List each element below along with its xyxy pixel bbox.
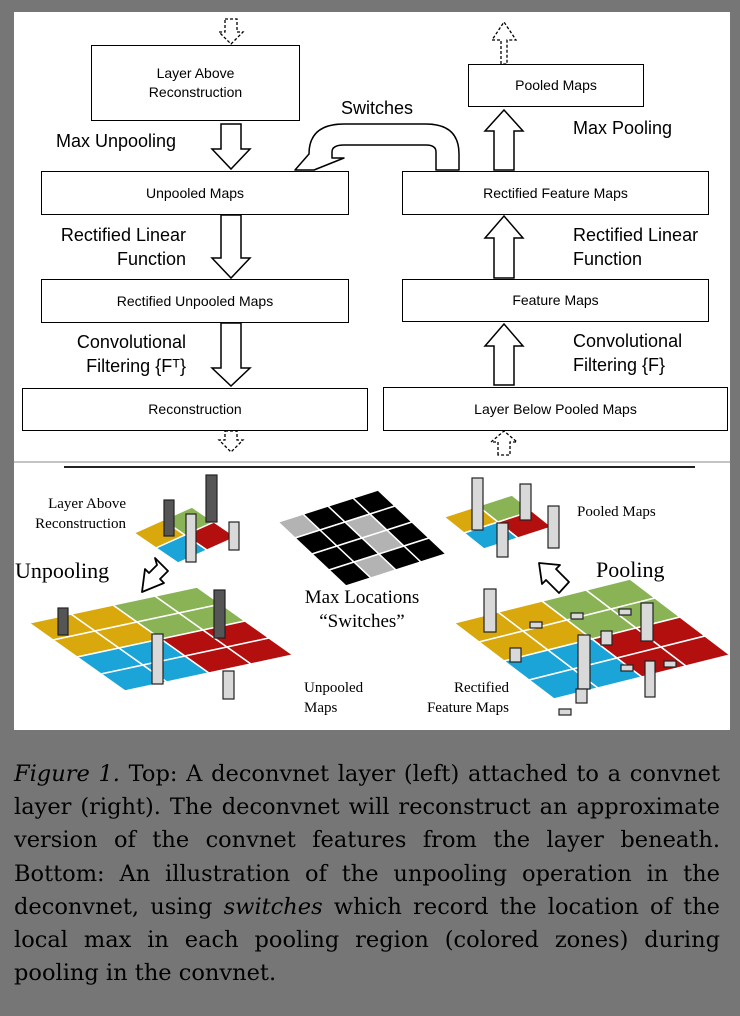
label-max-unpooling: Max Unpooling [56, 131, 177, 151]
label-rectified-linear-left: Rectified Linear Function [60, 225, 186, 269]
figure-caption: Figure 1. Top: A deconvnet layer (left) … [14, 758, 720, 990]
label-pooled-maps-bottom: Pooled Maps [577, 504, 656, 520]
box-layer-above-reconstruction: Layer Above Reconstruction [91, 45, 300, 121]
box-pooled-maps: Pooled Maps [468, 64, 644, 107]
light-bar [618, 608, 632, 616]
light-bar [483, 588, 497, 633]
up-arrow-relu-right [483, 214, 525, 279]
label-unpooled-maps-bottom: Unpooled Maps [304, 680, 364, 716]
box-rectified-unpooled-maps: Rectified Unpooled Maps [41, 279, 349, 323]
label-layer-above-reconstruction-bottom: Layer Above Reconstruction [35, 496, 126, 532]
dashed-down-arrow-top-left [217, 18, 245, 45]
figure-panel: Layer Above Reconstruction Max Unpooling… [14, 12, 730, 730]
arrows-layer [14, 18, 730, 716]
rectified-grid-cell [659, 635, 730, 667]
dark-bar [205, 474, 218, 523]
light-bar [570, 612, 584, 620]
caption-switches-word: switches [223, 893, 323, 920]
label-convolutional-filtering-right: Convolutional Filtering {F} [573, 331, 683, 375]
light-bar [663, 660, 677, 668]
switches-pipe [294, 123, 460, 171]
label-switches: Switches [341, 98, 414, 118]
light-bar [496, 522, 509, 558]
light-bar [509, 647, 522, 663]
light-bar [640, 602, 654, 642]
light-bar [547, 505, 560, 549]
down-arrow-conv-left [210, 322, 252, 388]
light-bar [644, 660, 656, 698]
label-max-locations-switches: Max Locations “Switches” [304, 587, 420, 632]
pooling-arrow-icon [538, 562, 570, 594]
caption-text-2: which record the location of the local m… [14, 893, 720, 987]
unpooled-grid-cell [225, 637, 295, 665]
light-bar [151, 633, 164, 685]
light-bar [558, 708, 572, 716]
label-rectified-feature-maps-bottom: Rectified Feature Maps [426, 680, 509, 716]
light-bar [185, 513, 197, 563]
dark-bar [213, 589, 226, 639]
up-arrow-pool [483, 108, 525, 171]
caption-figure-label: Figure 1. [14, 761, 120, 787]
light-bar [529, 621, 543, 629]
dark-bar [163, 499, 175, 537]
label-unpooling: Unpooling [15, 558, 110, 583]
light-bar [620, 664, 634, 672]
dashed-down-arrow-bottom-left [217, 430, 245, 453]
light-bar [471, 477, 484, 531]
dashed-up-arrow-top-right [490, 20, 518, 65]
unpooling-arrow-icon [141, 557, 169, 593]
box-reconstruction: Reconstruction [22, 388, 368, 431]
light-bar [575, 688, 588, 704]
dashed-up-arrow-bottom-right [489, 430, 519, 456]
light-bar [600, 630, 613, 646]
light-bar [519, 483, 532, 521]
caption-text-1: Top: A deconvnet layer (left) attached t… [14, 761, 720, 920]
label-max-pooling: Max Pooling [573, 118, 673, 138]
switches-grid-cell [402, 537, 448, 563]
label-convolutional-filtering-left: Convolutional Filtering {Fᵀ} [76, 332, 186, 376]
label-pooling: Pooling [596, 557, 665, 582]
up-arrow-conv-right [483, 322, 525, 386]
light-bar [228, 521, 240, 551]
box-rectified-feature-maps: Rectified Feature Maps [402, 171, 709, 215]
box-feature-maps: Feature Maps [402, 279, 709, 322]
down-arrow-relu-left [210, 214, 252, 280]
box-layer-below-pooled-maps: Layer Below Pooled Maps [383, 387, 728, 431]
label-rectified-linear-right: Rectified Linear Function [573, 225, 699, 269]
down-arrow-unpool [210, 123, 252, 171]
light-bar [577, 634, 591, 690]
box-unpooled-maps: Unpooled Maps [41, 171, 349, 215]
unpooling-illustration [27, 474, 730, 716]
dark-bar [57, 607, 69, 636]
light-bar [222, 670, 235, 700]
